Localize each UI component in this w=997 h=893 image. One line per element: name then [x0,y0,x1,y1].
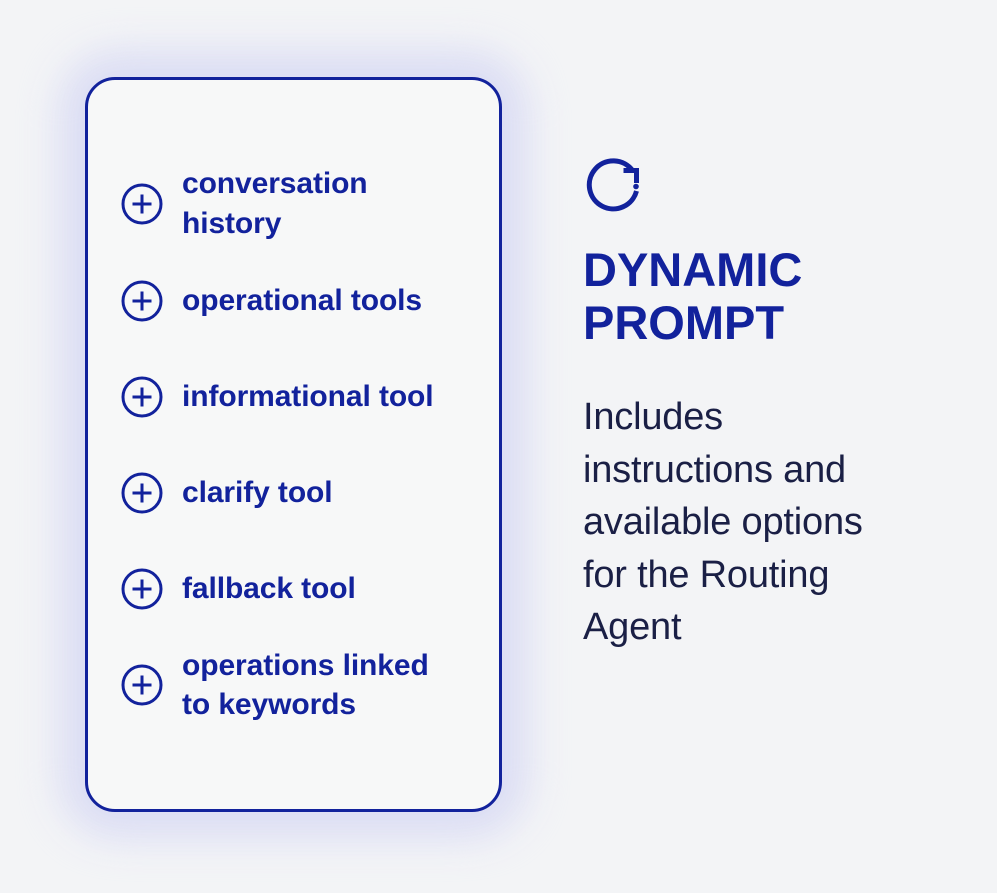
list-item: operations linked to keywords [120,637,475,734]
panel-description: Includes instructions and available opti… [583,396,863,648]
plus-circle-icon [121,376,163,417]
prompt-inputs-card-wrapper: conversation history operational tools i… [59,51,528,838]
prompt-inputs-card: conversation history operational tools i… [85,77,502,812]
dynamic-prompt-panel: DYNAMIC PROMPT Includes instructions and… [583,150,943,653]
plus-circle-icon [121,664,163,706]
list-item-label: clarify tool [182,475,333,509]
plus-circle-icon [121,183,163,225]
plus-circle-icon [121,472,163,513]
plus-circle-icon [121,280,163,321]
list-item: clarify tool [120,445,475,541]
list-item: fallback tool [120,541,475,637]
list-item-label: fallback tool [182,571,356,605]
plus-circle-icon [121,568,163,609]
refresh-circular-arrow-icon [586,158,639,212]
page-title: DYNAMIC PROMPT [583,243,803,349]
list-item-label: conversation history [182,167,368,240]
prompt-inputs-list: conversation history operational tools i… [120,155,475,733]
list-item-label: informational tool [182,379,434,413]
list-item-label: operations linked to keywords [182,648,429,722]
list-item: conversation history [120,155,475,252]
list-item: operational tools [120,253,475,349]
list-item: informational tool [120,349,475,445]
list-item-label: operational tools [182,283,422,317]
